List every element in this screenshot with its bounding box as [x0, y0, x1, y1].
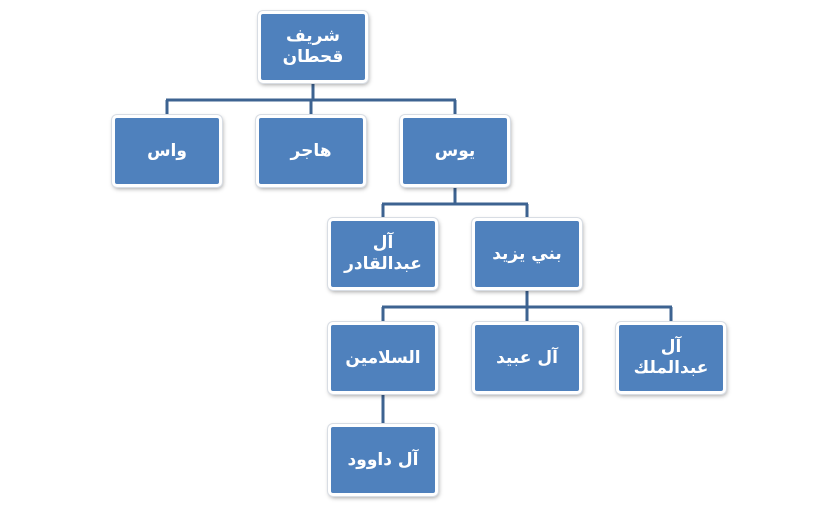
node-hajer: هاجر — [256, 115, 366, 187]
node-al-salamin: السلامين — [328, 322, 438, 394]
node-label: آل عبدالقادر — [344, 233, 422, 274]
node-label: آل داوود — [347, 449, 419, 470]
node-yous: يوس — [400, 115, 510, 187]
node-label: بني يزيد — [492, 243, 562, 264]
node-label: آل عبدالملك — [633, 337, 709, 378]
node-label: شريف قحطان — [282, 26, 344, 67]
node-al-abdulqader: آل عبدالقادر — [328, 218, 438, 290]
node-label: واس — [147, 140, 187, 161]
node-bani-yazid: بني يزيد — [472, 218, 582, 290]
node-al-abdulmalik: آل عبدالملك — [616, 322, 726, 394]
node-root: شريف قحطان — [258, 11, 368, 83]
node-label: هاجر — [290, 140, 332, 161]
node-was: واس — [112, 115, 222, 187]
node-label: آل عبيد — [496, 347, 558, 368]
node-label: يوس — [434, 140, 476, 161]
node-al-obaid: آل عبيد — [472, 322, 582, 394]
node-label: السلامين — [345, 347, 421, 368]
node-al-dawood: آل داوود — [328, 424, 438, 496]
